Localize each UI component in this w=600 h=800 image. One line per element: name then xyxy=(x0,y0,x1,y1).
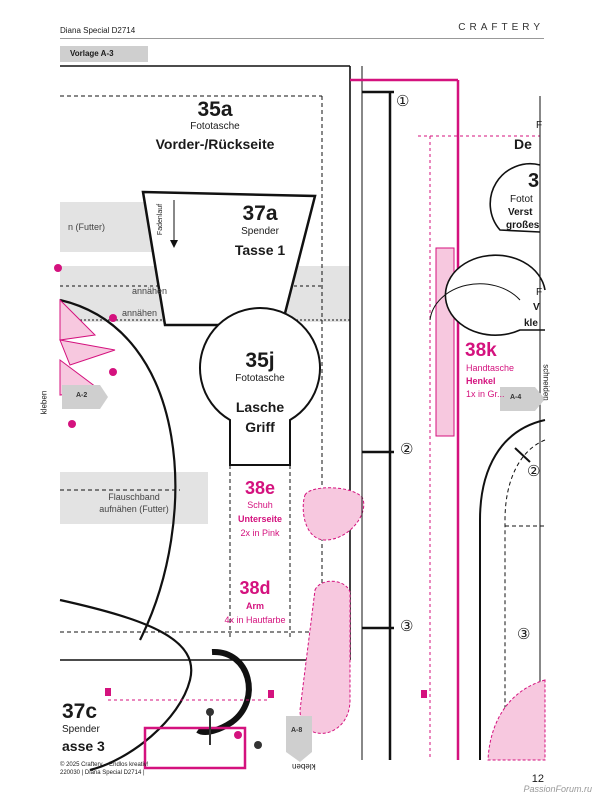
right-text-3: 3 xyxy=(528,170,540,192)
right-text-7: F xyxy=(536,287,543,298)
piece-38e-sub: Schuh xyxy=(247,500,273,510)
piece-37a-number: 37a xyxy=(242,202,278,225)
piece-38e-qty: 2x in Pink xyxy=(240,528,280,538)
template-tag: Vorlage A-3 xyxy=(60,46,148,62)
tag-a8: A-8 xyxy=(291,727,303,734)
piece-37a-sub: Spender xyxy=(241,226,279,237)
piece-38k-name: Henkel xyxy=(466,376,496,386)
kleben-label-left: kleben xyxy=(39,390,49,415)
piece-38e-name: Unterseite xyxy=(237,514,282,524)
right-text-9: kle xyxy=(524,318,538,329)
piece-38d-number: 38d xyxy=(239,578,271,598)
piece-37c-sub: Spender xyxy=(62,724,100,735)
piece-38d-qty: 4x in Hautfarbe xyxy=(224,615,286,625)
annaehen-label-2: annähen xyxy=(122,308,158,318)
right-text-2: De xyxy=(514,136,532,152)
right-text-8: V xyxy=(533,302,540,313)
futter-label: n (Futter) xyxy=(68,222,106,232)
schneiden-label: schneiden xyxy=(541,364,551,401)
piece-38e-number: 38e xyxy=(244,478,276,498)
marker-3-right: ③ xyxy=(517,626,531,643)
piece-38d-name: Arm xyxy=(245,601,264,611)
flauschband-label-2: aufnähen (Futter) xyxy=(99,504,169,514)
page-number: 12 xyxy=(531,773,544,785)
piece-35j-name1: Lasche xyxy=(235,399,285,415)
footer-line-1: © 2025 Craftery – Endlos kreativ! xyxy=(60,762,149,768)
piece-37c-number: 37c xyxy=(62,700,98,723)
piece-35a-sub: Fototasche xyxy=(190,121,240,132)
watermark: PassionForum.ru xyxy=(523,784,592,794)
piece-35a-name: Vorder-/Rückseite xyxy=(155,136,275,152)
flauschband-label-1: Flauschband xyxy=(108,492,160,502)
tag-a2: A-2 xyxy=(76,392,88,399)
piece-38k-number: 38k xyxy=(465,340,497,361)
header-rule xyxy=(60,38,544,39)
marker-2-right: ② xyxy=(527,463,541,480)
piece-38k-qty: 1x in Gr... xyxy=(466,389,505,399)
footer-credit: © 2025 Craftery – Endlos kreativ! 220030… xyxy=(60,761,148,777)
right-text-6: großes xyxy=(506,220,540,231)
marker-1: ① xyxy=(396,93,410,110)
right-text-1: F xyxy=(536,120,543,131)
marker-2-left: ② xyxy=(400,441,414,458)
right-text-4: Fotot xyxy=(510,194,533,205)
footer-line-2: 220030 | Diana Special D2714 | xyxy=(60,770,145,776)
tag-a4: A-4 xyxy=(510,394,522,401)
piece-35a-number: 35a xyxy=(197,98,233,121)
piece-35j-number: 35j xyxy=(245,349,275,372)
piece-37c-name: asse 3 xyxy=(62,738,105,754)
piece-35j-name2: Griff xyxy=(245,419,275,435)
magazine-title: Diana Special D2714 xyxy=(60,26,136,35)
right-text-5: Verst xyxy=(508,207,533,218)
piece-35j-sub: Fototasche xyxy=(235,373,285,384)
marker-3-left: ③ xyxy=(400,618,414,635)
brand-logo: CRAFTERY xyxy=(458,22,544,33)
piece-37a-name: Tasse 1 xyxy=(234,242,286,258)
kleben-label-bottom: kleben xyxy=(292,762,316,771)
annaehen-label-1: annähen xyxy=(132,286,168,296)
grain-label: Fadenlauf xyxy=(157,203,165,236)
piece-38k-sub: Handtasche xyxy=(466,363,515,373)
